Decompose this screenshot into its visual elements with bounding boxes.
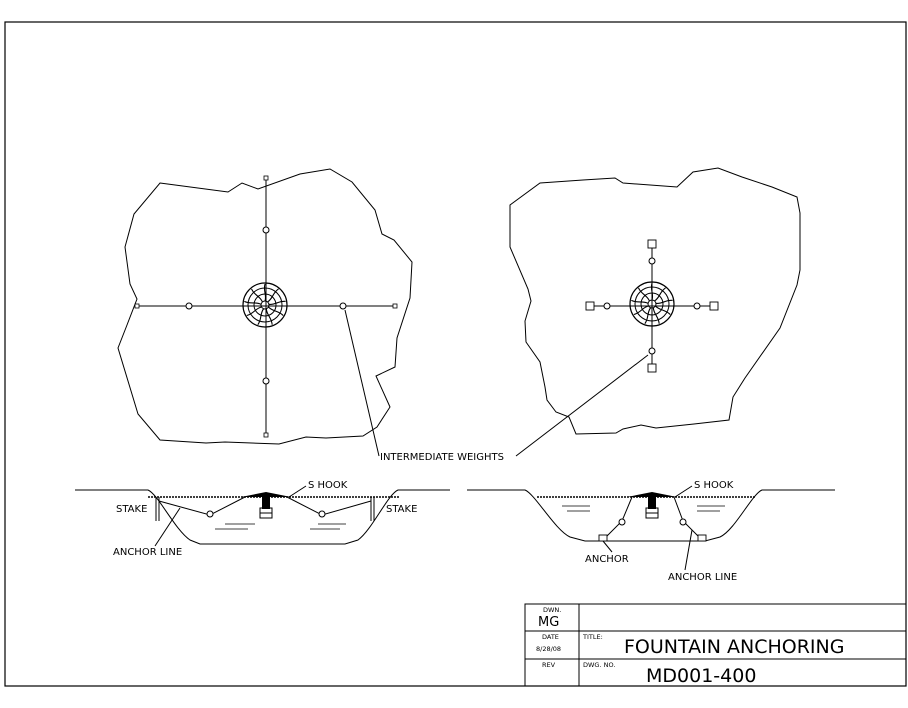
drawing-title: FOUNTAIN ANCHORING <box>624 636 844 658</box>
weight-marker <box>262 377 270 385</box>
weight-marker <box>339 302 347 310</box>
fountain-float-side <box>240 491 292 519</box>
right-plan-view <box>509 167 801 435</box>
weight-marker <box>262 226 270 234</box>
s-hook-label-right: S HOOK <box>694 480 734 491</box>
anchor-label: ANCHOR <box>585 554 629 565</box>
rev-label: REV <box>542 661 556 669</box>
anchor-line-label-right: ANCHOR LINE <box>668 572 737 583</box>
title-label: TITLE: <box>582 633 603 641</box>
weight-marker <box>185 302 193 310</box>
intermediate-weights-label: INTERMEDIATE WEIGHTS <box>380 452 504 463</box>
fountain-float-side <box>626 491 678 519</box>
s-hook-label-left: S HOOK <box>308 480 348 491</box>
title-block: DWN. MG DATE 8/28/08 TITLE: FOUNTAIN ANC… <box>524 603 907 687</box>
left-section-view: S HOOK STAKE STAKE ANCHOR LINE <box>75 480 450 558</box>
right-section-view: S HOOK ANCHOR ANCHOR LINE <box>467 480 835 583</box>
right-pond-outline <box>509 167 801 435</box>
date-value: 8/28/08 <box>536 645 561 653</box>
stake-label-left: STAKE <box>116 504 147 515</box>
dwg-no-label: DWG. NO. <box>583 661 615 669</box>
sheet-border <box>4 21 907 687</box>
right-pond-section <box>467 489 835 542</box>
intermediate-weights-callout: INTERMEDIATE WEIGHTS <box>344 309 649 463</box>
dwn-value: MG <box>538 615 559 630</box>
fountain-plan-symbol <box>242 282 288 328</box>
dwn-label: DWN. <box>543 606 561 614</box>
anchor-line-label-left: ANCHOR LINE <box>113 547 182 558</box>
left-pond-outline <box>117 168 413 445</box>
drawing-number: MD001-400 <box>646 665 756 687</box>
date-label: DATE <box>542 633 559 641</box>
stake-label-right: STAKE <box>386 504 417 515</box>
left-pond-section <box>75 489 450 545</box>
left-plan-view <box>117 168 413 445</box>
